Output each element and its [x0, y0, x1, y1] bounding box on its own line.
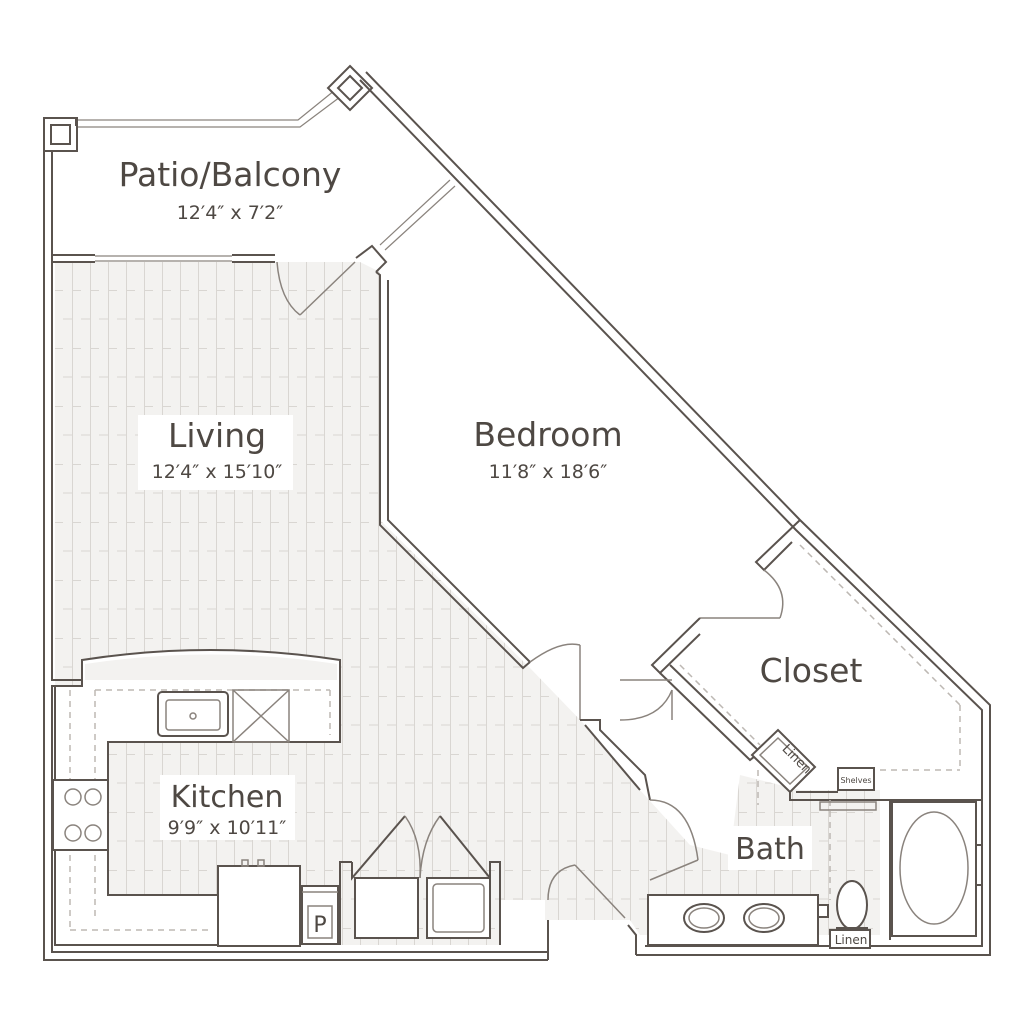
bedroom-label: Bedroom 11′8″ x 18′6″ — [473, 415, 622, 483]
toilet — [836, 880, 868, 930]
shelves — [837, 767, 875, 791]
vanity — [647, 894, 819, 946]
closet-name: Closet — [760, 651, 863, 690]
patio-label: Patio/Balcony 12′4″ x 7′2″ — [119, 155, 342, 224]
closet-label: Closet — [760, 651, 863, 690]
living-dims: 12′4″ x 15′10″ — [152, 461, 283, 483]
kitchen: P — [52, 649, 341, 947]
kitchen-label: Kitchen 9′9″ x 10′11″ — [160, 775, 295, 840]
closet-walls — [650, 519, 982, 805]
shelves-label: Shelves — [840, 776, 871, 785]
kitchen-name: Kitchen — [171, 780, 284, 815]
patio-door — [52, 179, 456, 316]
hall-closet-doors — [547, 679, 699, 919]
bath-label: Bath — [728, 826, 812, 870]
bedroom-name: Bedroom — [473, 415, 622, 454]
patio-dims: 12′4″ x 7′2″ — [177, 202, 284, 224]
column-diamond-inner — [336, 74, 364, 102]
laundry — [339, 815, 501, 945]
kitchen-sink — [157, 691, 229, 737]
bedroom-walls — [355, 244, 651, 801]
kitchen-dims: 9′9″ x 10′11″ — [168, 817, 287, 839]
patio-name: Patio/Balcony — [119, 155, 342, 194]
linen-closet — [750, 728, 817, 794]
bath-linen — [829, 929, 871, 949]
bath-linen-label: Linen — [835, 933, 868, 947]
bedroom-dims: 11′8″ x 18′6″ — [489, 461, 608, 483]
washer — [354, 877, 419, 939]
stove — [52, 779, 109, 851]
bathtub — [891, 801, 977, 937]
living-label: Living 12′4″ x 15′10″ — [138, 415, 293, 490]
column-inner — [50, 124, 71, 145]
bath-name: Bath — [735, 832, 805, 867]
refrigerator — [217, 865, 301, 947]
pantry-label: P — [313, 913, 326, 938]
dryer — [426, 877, 491, 939]
living-name: Living — [168, 416, 266, 455]
dishwasher — [232, 689, 290, 743]
bath — [647, 800, 983, 949]
